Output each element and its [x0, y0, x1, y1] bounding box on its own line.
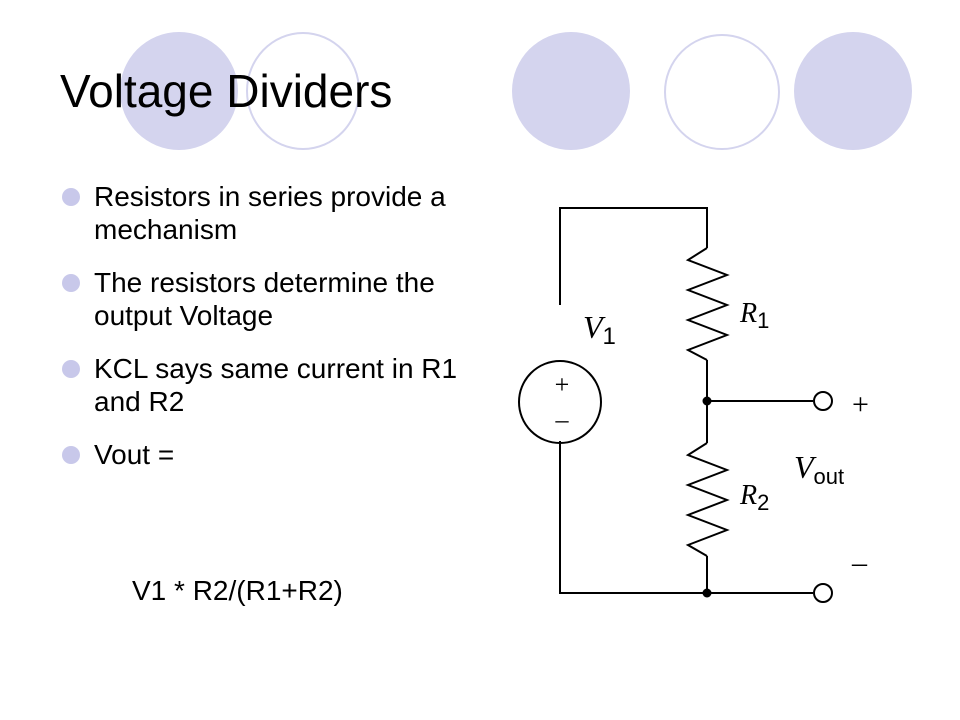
decorative-circle-5 [794, 32, 912, 150]
bullet-item: KCL says same current in R1 and R2 [62, 352, 462, 418]
r1-subscript: 1 [757, 308, 769, 333]
junction-node-icon [702, 396, 712, 406]
vout-symbol: V [794, 449, 817, 485]
bullet-icon [62, 360, 80, 378]
terminal-negative-icon [813, 583, 833, 603]
bullet-list: Resistors in series provide a mechanism … [62, 180, 462, 491]
bullet-item: The resistors determine the output Volta… [62, 266, 462, 332]
resistor-r2 [685, 442, 730, 557]
slide-title: Voltage Dividers [60, 65, 393, 117]
top-wire [559, 207, 708, 305]
vout-formula: V1 * R2/(R1+R2) [132, 575, 343, 606]
decorative-ring-4 [664, 34, 780, 150]
bullet-text: Resistors in series provide a mechanism [94, 181, 446, 245]
decorative-ring-2 [246, 32, 360, 150]
bullet-text: Vout = [94, 439, 175, 470]
bullet-icon [62, 188, 80, 206]
source-minus: – [555, 405, 570, 434]
output-plus: + [852, 388, 869, 421]
bullet-item: Vout = [62, 438, 462, 471]
voltage-source-icon [518, 360, 602, 444]
source-plus: + [555, 370, 570, 399]
r2-symbol: R [739, 480, 757, 511]
junction-node-icon [702, 588, 712, 598]
label-vout: Vout [794, 449, 844, 489]
r2-subscript: 2 [757, 490, 769, 515]
v1-subscript: 1 [603, 323, 616, 350]
bullet-text: KCL says same current in R1 and R2 [94, 353, 458, 417]
v1-symbol: V [583, 309, 606, 345]
terminal-positive-icon [813, 391, 833, 411]
bullet-item: Resistors in series provide a mechanism [62, 180, 462, 246]
label-r1: R1 [739, 298, 769, 333]
decorative-circle-3 [512, 32, 630, 150]
decorative-circle-1 [120, 32, 238, 150]
resistor-r1 [685, 247, 730, 361]
bullet-text: The resistors determine the output Volta… [94, 267, 435, 331]
label-r2: R2 [739, 480, 769, 515]
output-minus: – [851, 546, 868, 579]
bullet-icon [62, 446, 80, 464]
r1-symbol: R [739, 298, 757, 329]
vout-subscript: out [814, 464, 845, 489]
bullet-icon [62, 274, 80, 292]
label-v1: V1 [583, 309, 616, 350]
bottom-wire [559, 441, 813, 594]
